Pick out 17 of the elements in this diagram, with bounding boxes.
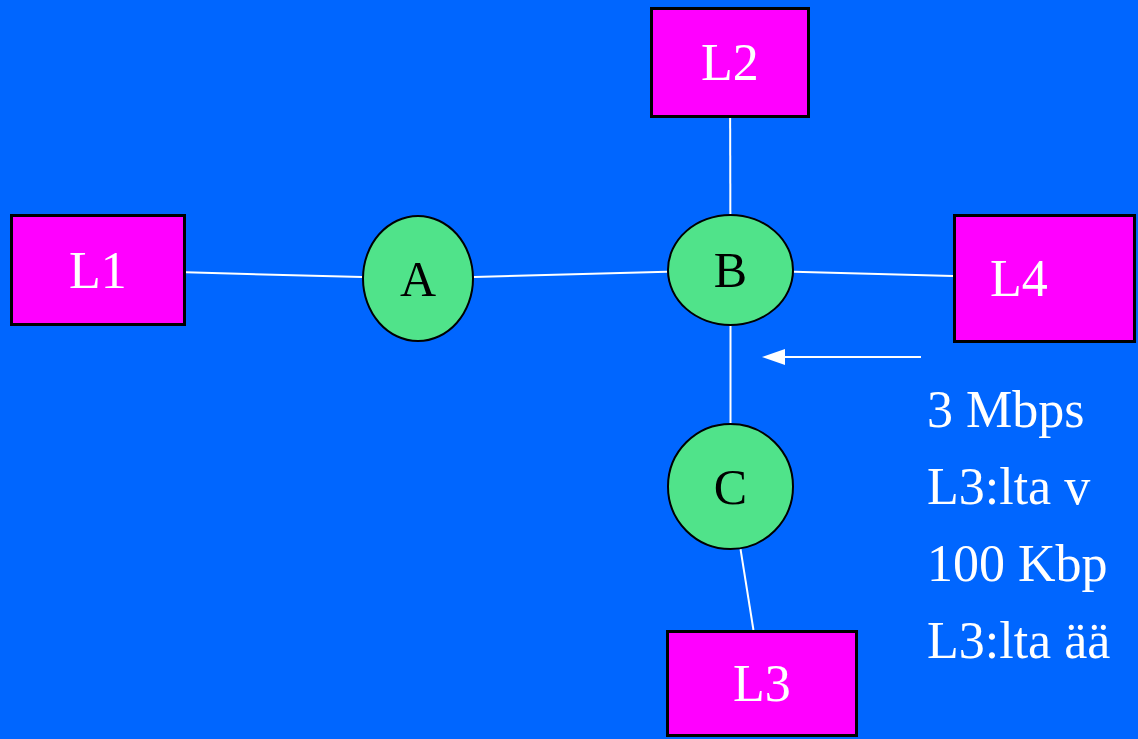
connector-line [473, 270, 669, 278]
connector-line [729, 117, 732, 215]
note-text: 100 Kbp [927, 534, 1108, 594]
connector-line [185, 271, 363, 278]
connector-line [729, 325, 732, 424]
router-circle: A [362, 215, 474, 342]
connector-line [739, 548, 755, 631]
host-box: L3 [666, 630, 858, 737]
host-box: L4 [953, 214, 1136, 343]
host-box: L2 [650, 7, 810, 118]
router-circle: B [667, 214, 794, 326]
note-text: L3:lta ää [927, 611, 1111, 671]
note-text: L3:lta v [927, 457, 1091, 517]
host-box: L1 [10, 214, 186, 326]
router-circle: C [667, 423, 794, 550]
note-text: 3 Mbps [927, 380, 1085, 440]
connector-line [792, 270, 954, 277]
